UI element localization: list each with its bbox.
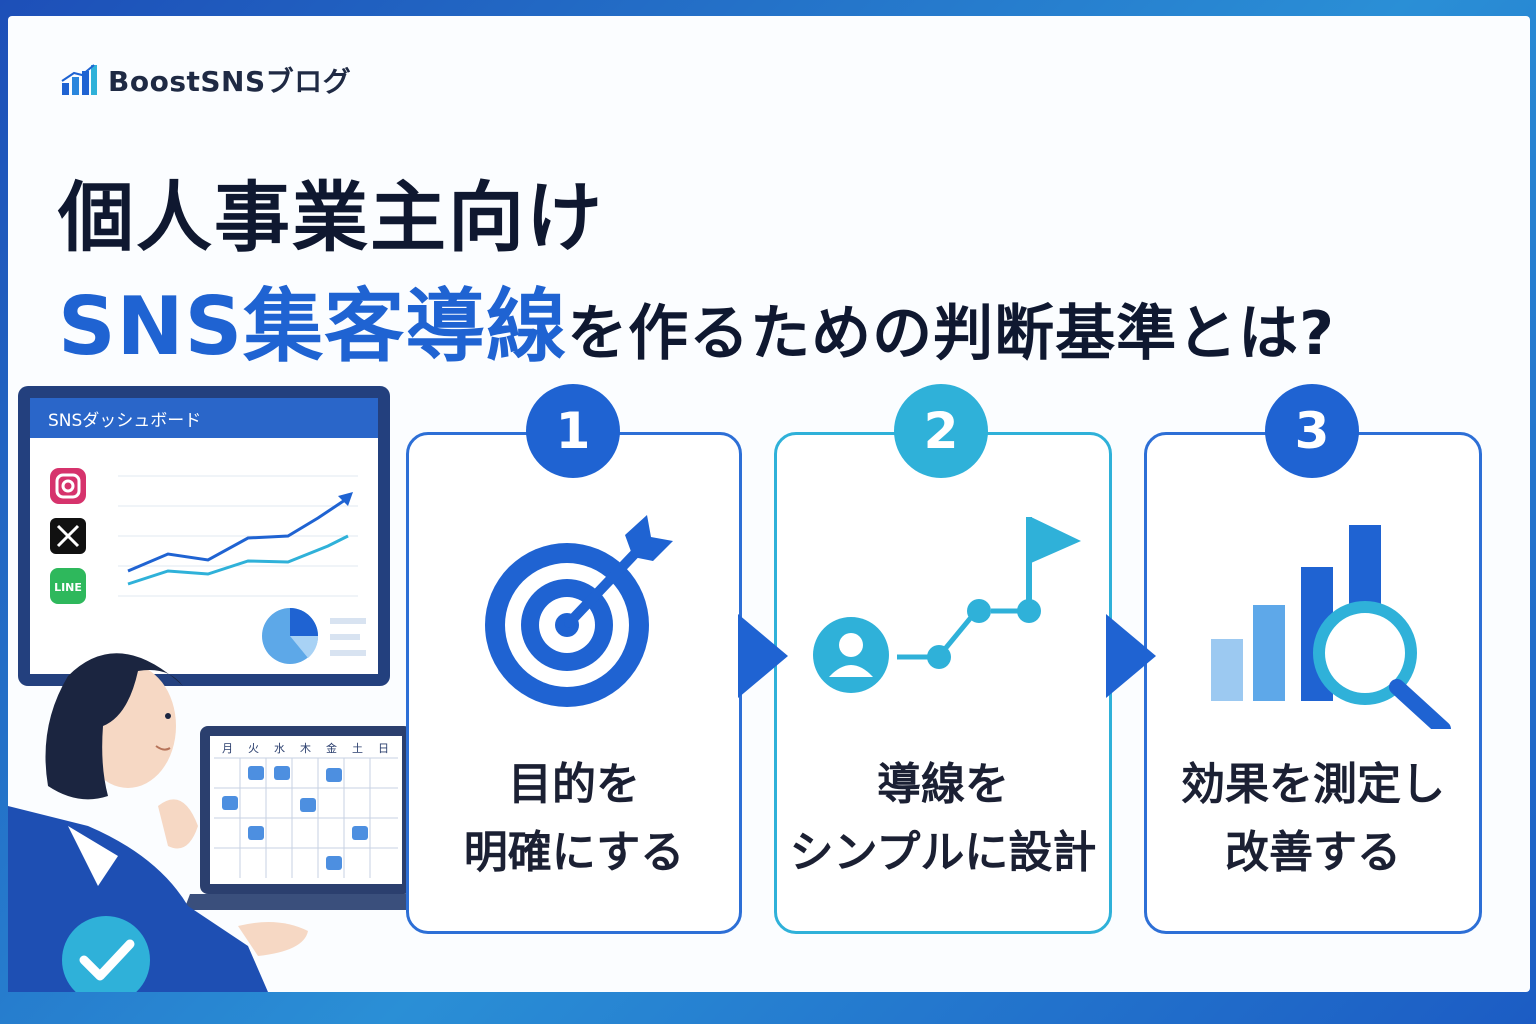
laptop: 月 火 水 木 金 土 日 xyxy=(184,726,408,910)
step-3-line1: 効果を測定し xyxy=(1181,759,1445,810)
trend-line xyxy=(127,496,349,573)
cal-day-3: 木 xyxy=(300,742,311,755)
cal-day-5: 土 xyxy=(352,742,363,755)
step-number-3: 3 xyxy=(1265,384,1359,478)
step-1-text: 目的を 明確にする xyxy=(409,751,739,887)
arrow-right-icon xyxy=(738,614,788,698)
main-panel: BoostSNSブログ 個人事業主向け SNS集客導線を作るための判断基準とは?… xyxy=(8,16,1530,992)
cal-day-6: 日 xyxy=(378,742,389,755)
monitor: SNSダッシュボード LINE xyxy=(18,386,390,686)
step-2-line2: シンプルに設計 xyxy=(789,827,1097,878)
cal-day-1: 火 xyxy=(248,742,259,755)
headline-highlight: SNS集客導線 xyxy=(58,280,568,373)
path-flag-icon xyxy=(813,517,1081,693)
headline-line1: 個人事業主向け xyxy=(58,173,604,262)
step-card-1: 目的を 明確にする xyxy=(406,432,742,934)
bar-chart-magnifier-icon xyxy=(1211,525,1451,729)
step-3-text: 効果を測定し 改善する xyxy=(1147,751,1479,887)
check-badge-icon xyxy=(62,916,150,992)
cal-day-2: 水 xyxy=(274,742,285,755)
cal-day-0: 月 xyxy=(222,742,233,755)
cal-day-4: 金 xyxy=(326,741,337,755)
headline-line2: SNS集客導線を作るための判断基準とは? xyxy=(58,262,1335,378)
step-card-2: 導線を シンプルに設計 xyxy=(774,432,1112,934)
dashboard-title: SNSダッシュボード xyxy=(48,411,201,431)
step-card-3: 効果を測定し 改善する xyxy=(1144,432,1482,934)
step-1-line1: 目的を xyxy=(508,759,640,810)
arrow-right-icon xyxy=(1106,614,1156,698)
step-2-text: 導線を シンプルに設計 xyxy=(777,751,1109,887)
step-1-line2: 明確にする xyxy=(463,827,685,878)
line-icon: LINE xyxy=(50,568,86,604)
bar-logo-icon xyxy=(61,64,97,95)
target-icon xyxy=(485,515,673,707)
pie-chart-icon xyxy=(262,608,319,664)
instagram-icon xyxy=(50,468,86,504)
x-icon xyxy=(50,518,86,554)
brand-header[interactable]: BoostSNSブログ xyxy=(60,60,351,100)
line-label: LINE xyxy=(54,581,82,594)
illustration: SNSダッシュボード LINE xyxy=(8,386,408,992)
step-number-2: 2 xyxy=(894,384,988,478)
step-number-1: 1 xyxy=(526,384,620,478)
step-2-line1: 導線を xyxy=(877,759,1009,810)
brand-name: BoostSNSブログ xyxy=(108,65,352,98)
headline-rest: を作るための判断基準とは? xyxy=(567,299,1335,369)
step-3-line2: 改善する xyxy=(1225,827,1401,878)
